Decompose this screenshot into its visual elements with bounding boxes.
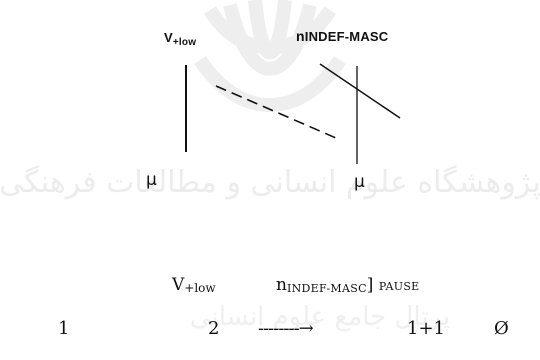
vowel-label: V+low bbox=[164, 30, 197, 48]
right-mora: μ bbox=[354, 172, 365, 192]
count-empty: Ø bbox=[494, 318, 509, 339]
dashed-spreading-line bbox=[215, 85, 337, 139]
formula-pause: PAUSE bbox=[378, 280, 420, 293]
watermark-text-2: پرتال جامع علوم انسانی bbox=[190, 302, 450, 332]
watermark-emblem bbox=[194, 0, 346, 112]
watermark-text: پژوهشگاه علوم انسانی و مطالعات فرهنگی bbox=[0, 165, 540, 200]
left-mora: μ bbox=[146, 170, 157, 190]
formula-bracket: ] bbox=[366, 275, 374, 295]
count-result: 1+1 bbox=[407, 318, 445, 339]
count-second: 2 bbox=[208, 318, 220, 339]
count-first: 1 bbox=[58, 318, 70, 339]
formula-right: nINDEF-MASC] PAUSE bbox=[276, 275, 420, 295]
noun-label: nINDEF-MASC bbox=[296, 28, 389, 44]
count-arrow: --------→ bbox=[258, 318, 314, 339]
formula-left: V+low bbox=[172, 275, 216, 295]
delinked-association-line bbox=[319, 63, 401, 119]
